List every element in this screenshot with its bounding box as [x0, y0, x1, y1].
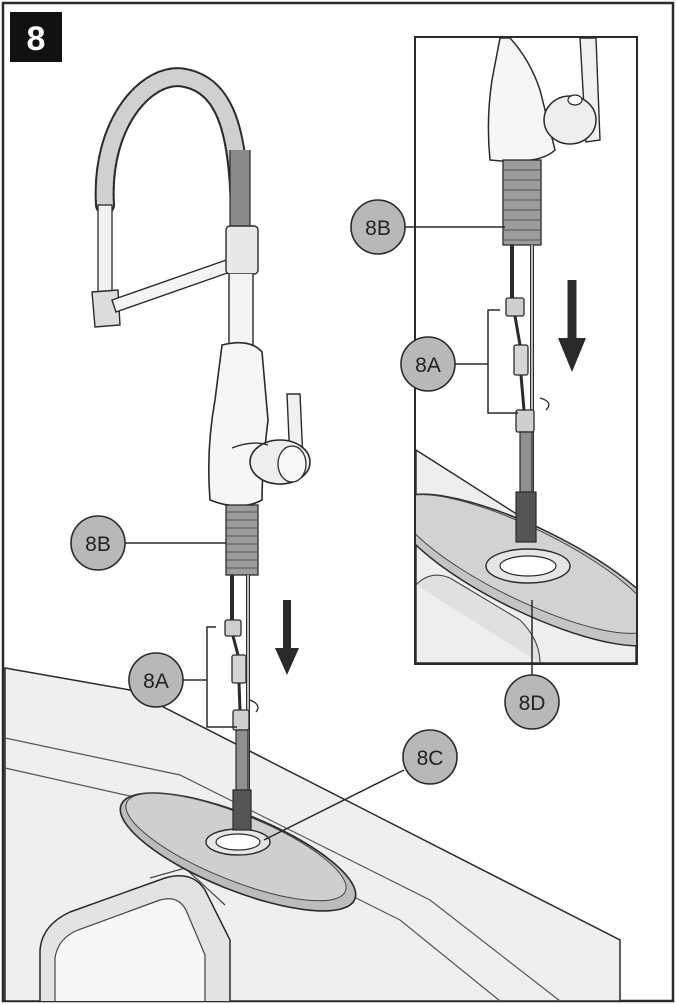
callout-8c-main: 8C — [402, 729, 458, 785]
step-number-badge: 8 — [10, 12, 62, 62]
callout-label: 8C — [417, 747, 444, 770]
callout-label: 8A — [143, 670, 169, 693]
callout-label: 8D — [519, 692, 546, 715]
inset-detail — [404, 36, 638, 675]
callout-label: 8A — [415, 354, 441, 377]
countertop — [4, 667, 621, 1002]
down-arrow-main — [275, 600, 299, 675]
deck-plate-main — [119, 792, 357, 912]
callout-8d-inset: 8D — [504, 674, 560, 730]
leader-8c-main — [263, 769, 405, 841]
callout-8b-main: 8B — [70, 515, 126, 571]
callout-label: 8B — [85, 533, 111, 556]
down-arrow-inset — [558, 280, 586, 372]
callout-8b-inset: 8B — [350, 199, 406, 255]
step-number: 8 — [27, 20, 46, 58]
faucet-main — [91, 67, 311, 831]
callout-8a-main: 8A — [128, 652, 184, 708]
callout-label: 8B — [365, 217, 391, 240]
callout-8a-inset: 8A — [400, 336, 456, 392]
